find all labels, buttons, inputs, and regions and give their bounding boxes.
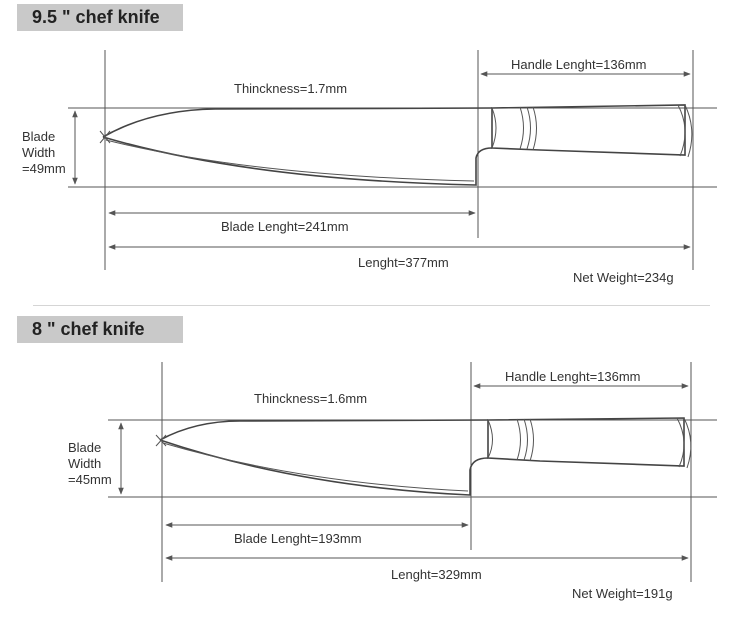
- blade-width-label-line1: Blade: [22, 129, 55, 144]
- handle-length-label: Handle Lenght=136mm: [505, 369, 641, 384]
- thickness-label: Thinckness=1.7mm: [234, 81, 347, 96]
- net-weight-label: Net Weight=234g: [573, 270, 674, 285]
- thickness-label: Thinckness=1.6mm: [254, 391, 367, 406]
- knife-diagram-8: Thinckness=1.6mm Handle Lenght=136mm Bla…: [68, 362, 717, 601]
- blade-length-label: Blade Lenght=241mm: [221, 219, 349, 234]
- blade-width-label-line3: =49mm: [22, 161, 66, 176]
- blade-width-label-line2: Width: [22, 145, 55, 160]
- section-divider: [33, 305, 710, 306]
- blade-length-label: Blade Lenght=193mm: [234, 531, 362, 546]
- handle-length-label: Handle Lenght=136mm: [511, 57, 647, 72]
- blade-width-label-line1: Blade: [68, 440, 101, 455]
- knife-silhouette: [99, 104, 693, 186]
- total-length-label: Lenght=377mm: [358, 255, 449, 270]
- blade-width-label-line3: =45mm: [68, 472, 112, 487]
- section-tab-9-5-knife: 9.5 " chef knife: [17, 4, 183, 31]
- net-weight-label: Net Weight=191g: [572, 586, 673, 601]
- section-title: 9.5 " chef knife: [32, 7, 160, 27]
- total-length-label: Lenght=329mm: [391, 567, 482, 582]
- blade-width-label-line2: Width: [68, 456, 101, 471]
- section-tab-8-knife: 8 " chef knife: [17, 316, 183, 343]
- knife-diagram-9-5: Thinckness=1.7mm Handle Lenght=136mm Bla…: [22, 50, 717, 285]
- knife-silhouette: [155, 417, 692, 496]
- section-title: 8 " chef knife: [32, 319, 145, 339]
